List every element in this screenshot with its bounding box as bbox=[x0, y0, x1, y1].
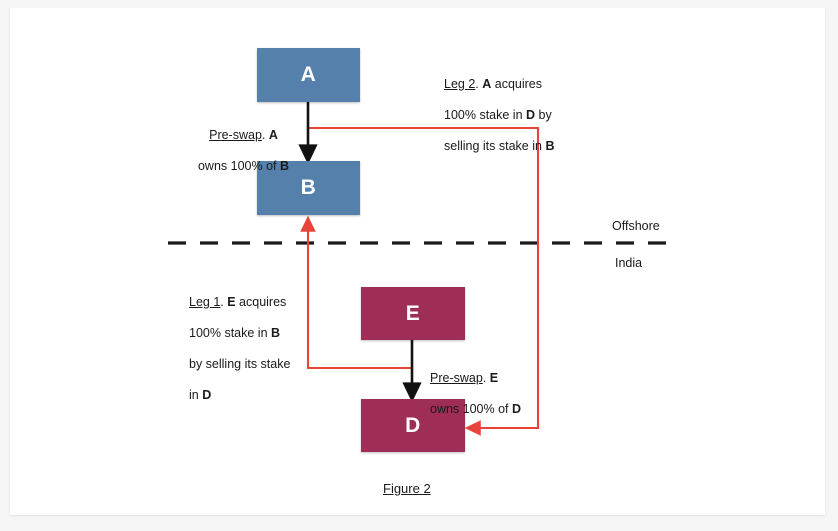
offshore-label: Offshore bbox=[612, 219, 660, 233]
leg-1-sold: D bbox=[202, 387, 212, 402]
leg-2-acquirer: A bbox=[482, 76, 492, 91]
leg-2-note: Leg 2. A acquires 100% stake in D by sel… bbox=[444, 76, 555, 153]
entity-node-a[interactable]: A bbox=[257, 48, 360, 102]
leg-1-acquirer: E bbox=[227, 294, 236, 309]
india-label: India bbox=[615, 256, 643, 270]
leg-1-note: Leg 1. E acquires 100% stake in B by sel… bbox=[189, 294, 291, 402]
leg-2-label: Leg 2 bbox=[444, 76, 476, 91]
pre-swap-a-underline: Pre-swap bbox=[209, 127, 262, 142]
leg-2-target: D bbox=[526, 107, 536, 122]
pre-swap-a-line2: owns 100% of bbox=[197, 158, 280, 173]
pre-swap-a-sep: . bbox=[261, 127, 269, 142]
pre-swap-a-entity: A bbox=[268, 127, 278, 142]
pre-swap-e-note: Pre-swap. E owns 100% of D bbox=[430, 370, 522, 416]
leg-1-label: Leg 1 bbox=[189, 294, 221, 309]
pre-swap-a-target: B bbox=[279, 158, 290, 173]
pre-swap-e-target: D bbox=[512, 401, 522, 416]
entity-node-e[interactable]: E bbox=[361, 287, 465, 340]
pre-swap-a-note: Pre-swap. A owns 100% of B bbox=[181, 112, 306, 174]
leg-2-sold: B bbox=[545, 138, 555, 153]
pre-swap-e-underline: Pre-swap bbox=[430, 370, 483, 385]
figure-caption: Figure 2 bbox=[383, 481, 431, 496]
entity-node-b[interactable]: B bbox=[257, 161, 360, 215]
leg-1-target: B bbox=[271, 325, 281, 340]
pre-swap-e-entity: E bbox=[489, 370, 499, 385]
entity-node-d[interactable]: D bbox=[361, 399, 465, 452]
